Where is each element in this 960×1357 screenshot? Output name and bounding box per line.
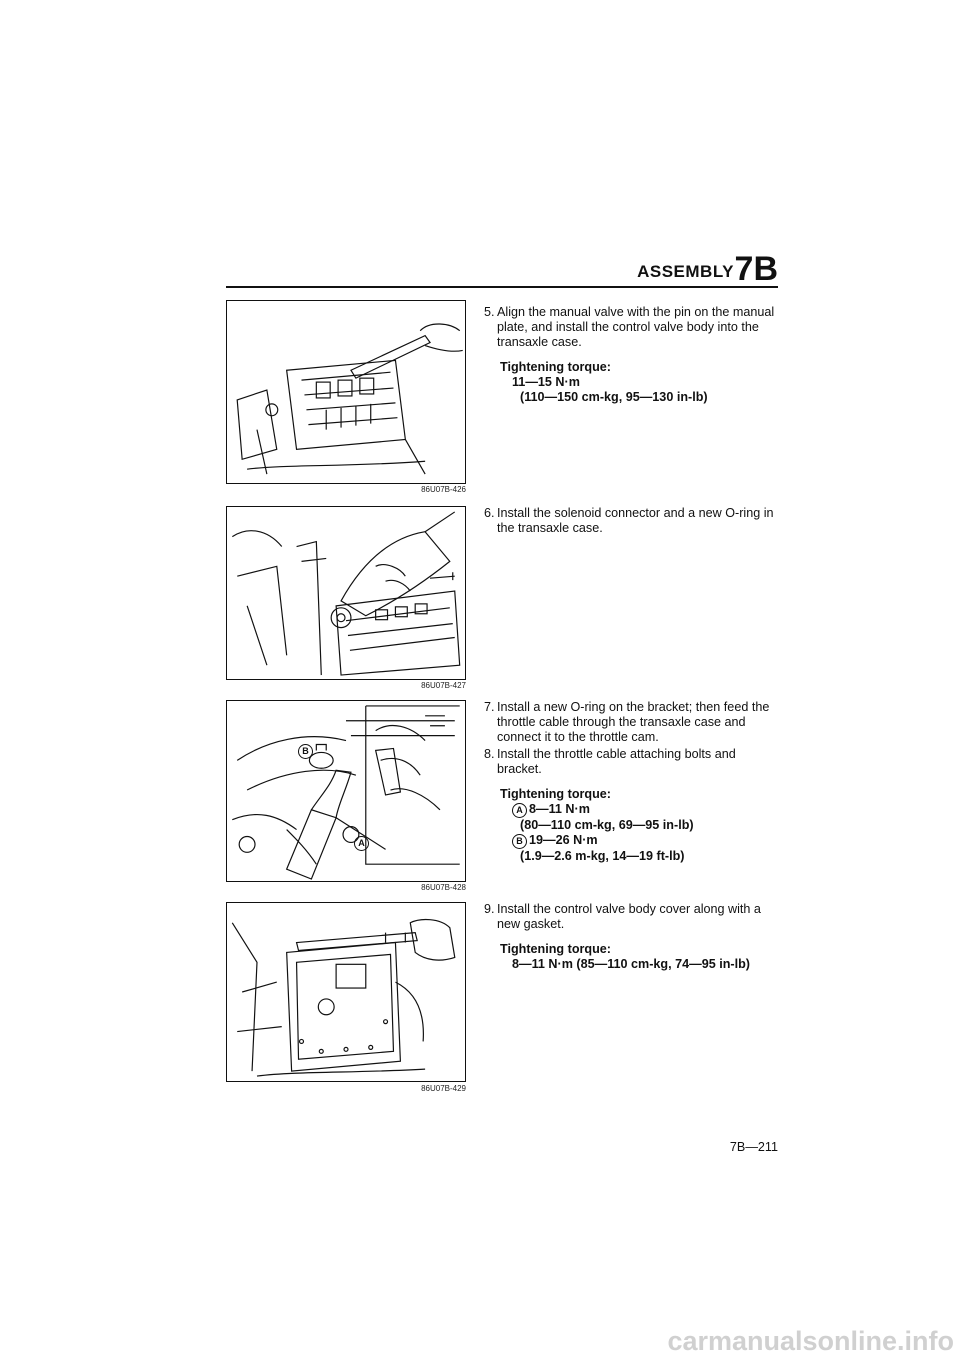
step-number: 8.: [484, 747, 495, 761]
instruction-paragraph: 5. Align the manual valve with the pin o…: [484, 305, 778, 350]
callout-a: A: [512, 803, 527, 818]
step-number: 9.: [484, 902, 495, 916]
step-6: 6. Install the solenoid connector and a …: [484, 506, 778, 538]
figure-2-illustration: [226, 506, 466, 680]
torque-label: Tightening torque:: [500, 787, 611, 801]
step-text: Install the control valve body cover alo…: [497, 902, 761, 931]
watermark-text: carmanualsonline.info: [667, 1326, 954, 1356]
figure-4-illustration: [226, 902, 466, 1082]
figure-1-illustration: [226, 300, 466, 484]
torque-conversion: (110—150 cm-kg, 95—130 in-lb): [520, 390, 708, 404]
step-7-8: 7. Install a new O-ring on the bracket; …: [484, 700, 778, 864]
figure-code: 86U07B-428: [421, 883, 466, 892]
figure-code: 86U07B-426: [421, 485, 466, 494]
step-number: 6.: [484, 506, 495, 520]
step-text: Install the throttle cable attaching bol…: [497, 747, 736, 776]
torque-label: Tightening torque:: [500, 942, 611, 956]
torque-spec: Tightening torque: 8—11 N·m (85—110 cm-k…: [500, 942, 778, 972]
callout-b: B: [298, 744, 313, 759]
callout-b: B: [512, 834, 527, 849]
torque-conversion-a: (80—110 cm-kg, 69—95 in-lb): [520, 818, 694, 832]
instruction-paragraph: 8. Install the throttle cable attaching …: [484, 747, 778, 777]
torque-label: Tightening torque:: [500, 360, 611, 374]
step-9: 9. Install the control valve body cover …: [484, 902, 778, 972]
page-number: 7B—211: [729, 1140, 778, 1154]
watermark: carmanualsonline.info: [0, 1318, 960, 1357]
figure-3: B A 86U07B-428: [226, 700, 466, 896]
figure-3-illustration: [226, 700, 466, 882]
torque-spec: Tightening torque: 11—15 N·m (110—150 cm…: [500, 360, 778, 405]
header-rule: [226, 286, 778, 288]
step-number: 7.: [484, 700, 495, 714]
torque-value: 8—11 N·m (85—110 cm-kg, 74—95 in-lb): [512, 957, 750, 971]
step-text: Align the manual valve with the pin on t…: [497, 305, 775, 349]
section-number: 7B: [734, 250, 778, 288]
figure-2: 86U07B-427: [226, 506, 466, 694]
instruction-paragraph: 7. Install a new O-ring on the bracket; …: [484, 700, 778, 745]
step-text: Install the solenoid connector and a new…: [497, 506, 774, 535]
torque-value: 11—15 N·m: [512, 375, 580, 389]
figure-1: 86U07B-426: [226, 300, 466, 500]
step-number: 5.: [484, 305, 495, 319]
page-header: ASSEMBLY 7B: [226, 252, 778, 286]
instruction-paragraph: 6. Install the solenoid connector and a …: [484, 506, 778, 536]
figure-code: 86U07B-429: [421, 1084, 466, 1093]
step-5: 5. Align the manual valve with the pin o…: [484, 305, 778, 405]
figure-4: 86U07B-429: [226, 902, 466, 1098]
figure-code: 86U07B-427: [421, 681, 466, 690]
step-text: Install a new O-ring on the bracket; the…: [497, 700, 770, 744]
instruction-paragraph: 9. Install the control valve body cover …: [484, 902, 778, 932]
header-title: ASSEMBLY: [637, 262, 734, 281]
callout-a: A: [354, 836, 369, 851]
torque-a-value: 8—11 N·m: [529, 802, 590, 816]
torque-b-value: 19—26 N·m: [529, 833, 598, 847]
torque-conversion-b: (1.9—2.6 m-kg, 14—19 ft-lb): [520, 849, 685, 863]
